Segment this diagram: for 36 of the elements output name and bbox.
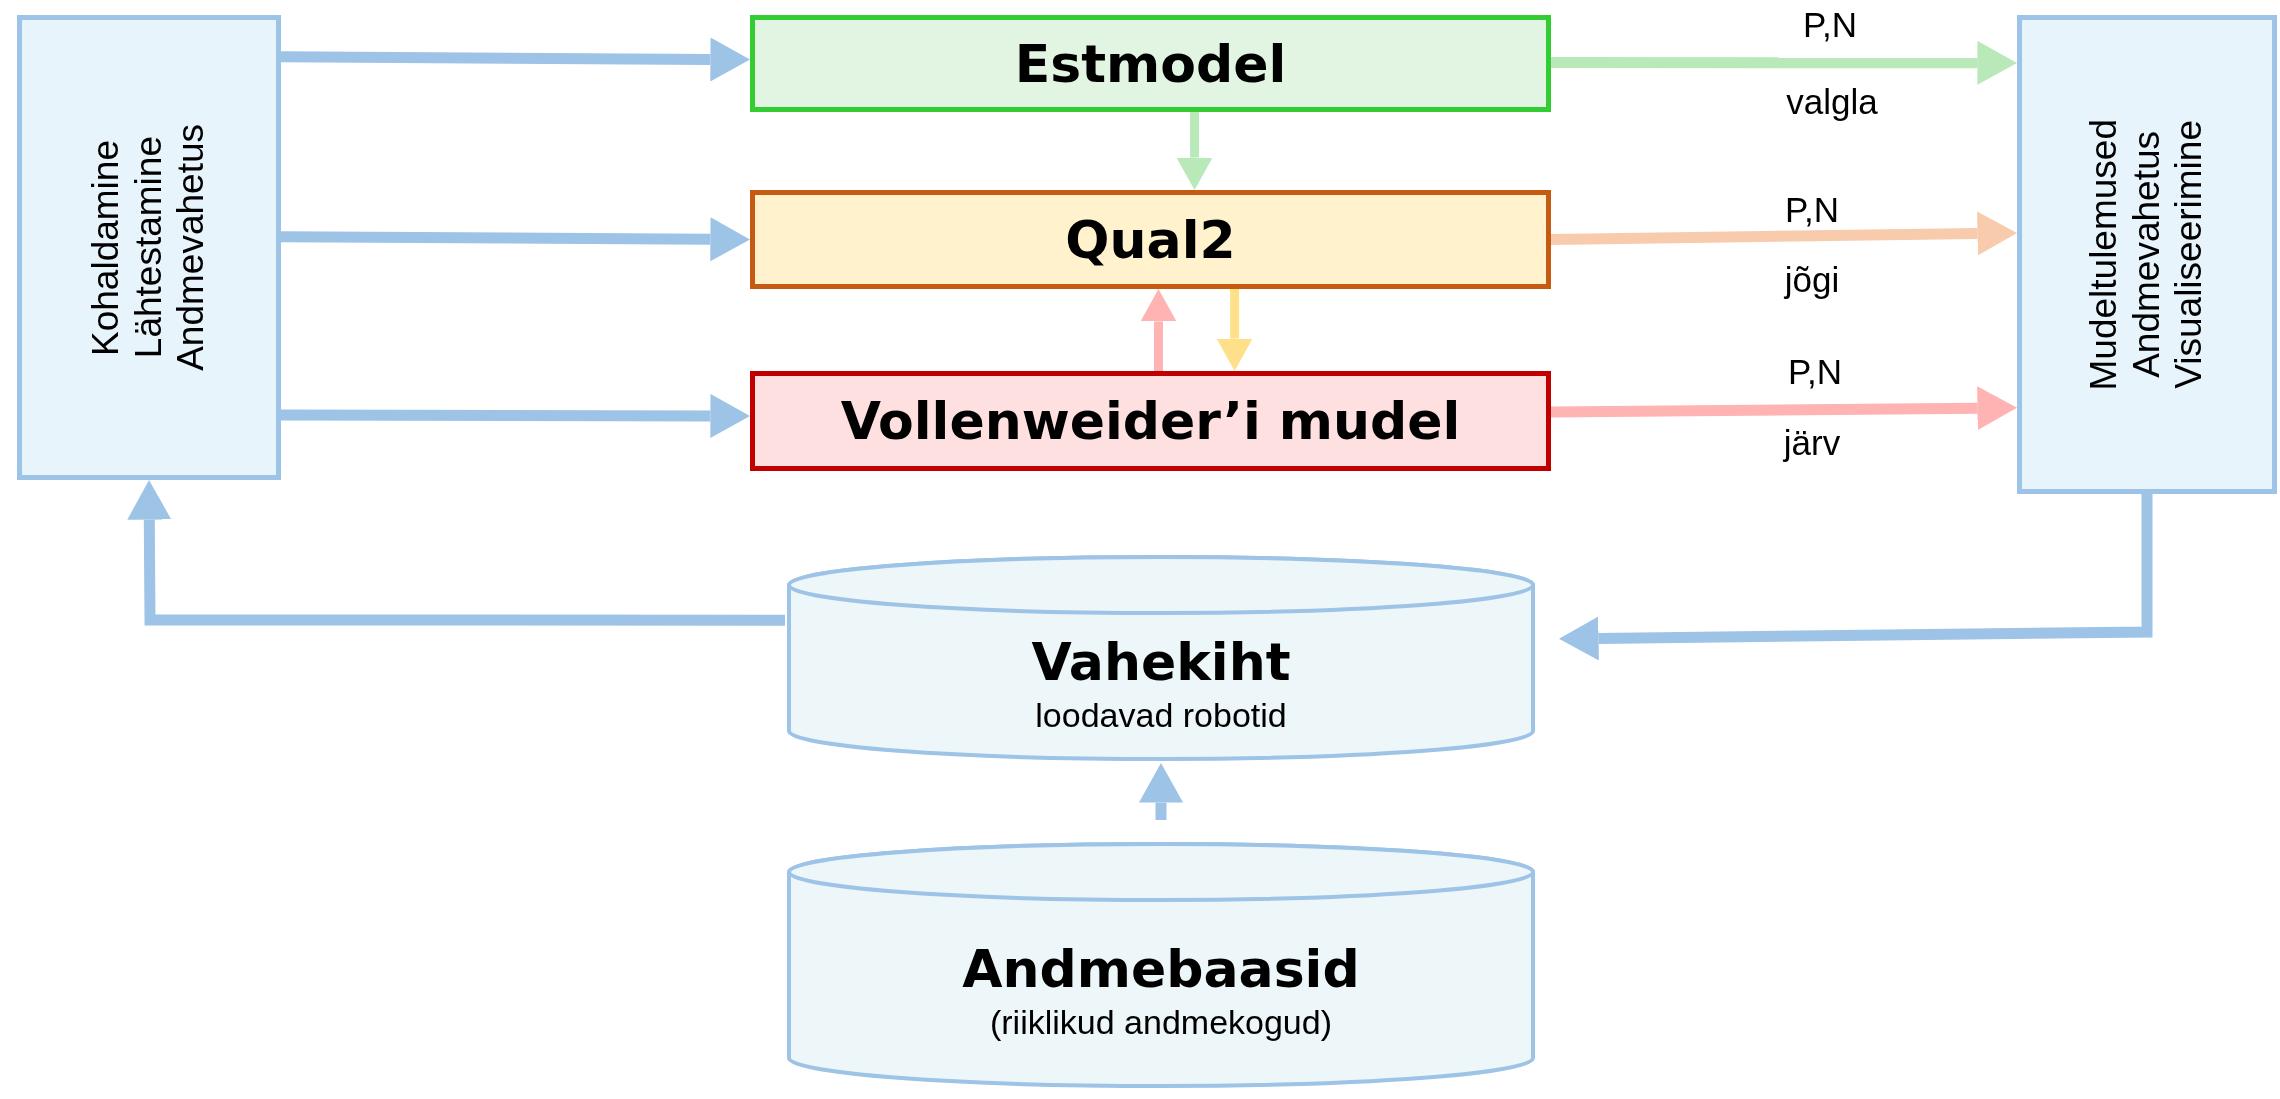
arrow xyxy=(280,217,750,262)
flow-label: järv xyxy=(1783,423,1841,463)
model-title: Estmodel xyxy=(1014,33,1287,94)
edge-label: P,N xyxy=(1785,190,1839,230)
arrow xyxy=(1139,763,1183,820)
cylinder-title: Vahekiht xyxy=(1031,631,1291,692)
arrow xyxy=(1216,289,1253,371)
cylinder-title: Andmebaasid xyxy=(962,938,1360,999)
model-box xyxy=(750,190,1551,289)
cylinder-subtitle: (riiklikud andmekogud) xyxy=(989,1002,1332,1042)
arrow xyxy=(1550,386,2017,431)
model-box xyxy=(750,371,1551,471)
arrow xyxy=(281,393,750,438)
arrow xyxy=(127,480,785,626)
arrow xyxy=(1550,211,2017,256)
arrow xyxy=(280,37,750,82)
arrow xyxy=(1140,289,1177,371)
model-box xyxy=(750,15,1551,112)
box-text: Kohaldamine xyxy=(86,139,126,356)
flow-label: valgla xyxy=(1786,82,1878,122)
box-text: Mudeltulemused xyxy=(2084,118,2124,391)
box-text: Visualiseerimine xyxy=(2170,120,2210,389)
info-box xyxy=(17,15,281,480)
info-box xyxy=(2017,15,2277,494)
box-text: Andmevahetus xyxy=(2127,131,2167,378)
edge-label: P,N xyxy=(1803,5,1857,45)
edge-label: P,N xyxy=(1788,352,1842,392)
box-text: Lähtestamine xyxy=(129,136,169,359)
arrow xyxy=(1559,494,2153,661)
arrow xyxy=(1176,112,1213,190)
cylinder-subtitle: loodavad robotid xyxy=(1035,695,1287,735)
box-text: Andmevahetus xyxy=(172,124,212,371)
flow-label: jõgi xyxy=(1784,260,1840,300)
model-title: Qual2 xyxy=(1065,209,1236,270)
model-title: Vollenweider’i mudel xyxy=(840,391,1461,451)
arrow xyxy=(1551,40,2017,85)
